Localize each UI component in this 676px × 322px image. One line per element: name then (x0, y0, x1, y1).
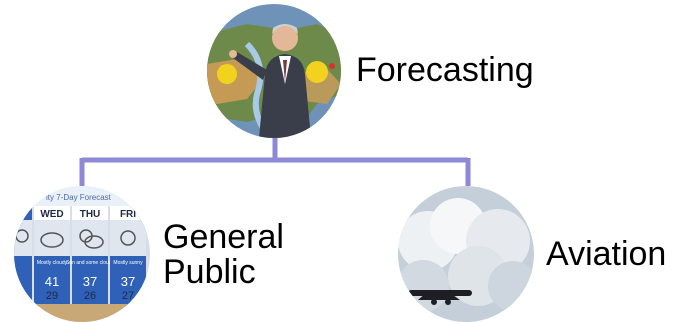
forecast-day-wed: WED Mostly cloudy 41 29 (34, 206, 70, 306)
forecast-low: 26 (84, 290, 96, 302)
aviation-image (398, 186, 534, 322)
forecast-low: 27 (122, 290, 134, 302)
forecast-panel-title: ity 7-Day Forecast (46, 193, 112, 202)
forecast-high: 37 (83, 274, 97, 289)
forecasting-label: Forecasting (356, 51, 534, 89)
forecast-low: 29 (46, 290, 58, 302)
general-public-label-line2: Public (163, 253, 256, 291)
sun-icon (120, 230, 136, 246)
sun-icon (15, 229, 29, 243)
forecast-condition: Mostly cloudy (37, 260, 68, 266)
forecast-high: 37 (121, 274, 135, 289)
forecast-day-label: WED (40, 209, 63, 220)
general-public-label-line1: General (163, 218, 284, 256)
aviation-label: Aviation (546, 235, 667, 273)
cloud-icon (84, 235, 104, 249)
forecast-day-label: THU (80, 209, 101, 220)
forecast-day-label: FRI (120, 209, 136, 220)
forecast-condition: Sun and some clouds (66, 260, 115, 266)
forecast-high: 41 (45, 274, 59, 289)
airplane-icon (408, 290, 472, 305)
forecasting-image (207, 4, 341, 138)
cloud-icon (40, 232, 64, 248)
forecast-condition: Mostly sunny (113, 260, 143, 266)
forecast-day-thu: THU Sun and some clouds 37 26 (66, 206, 115, 306)
general-public-image: ity 7-Day Forecast WED Mostly cloudy 41 … (14, 186, 150, 322)
